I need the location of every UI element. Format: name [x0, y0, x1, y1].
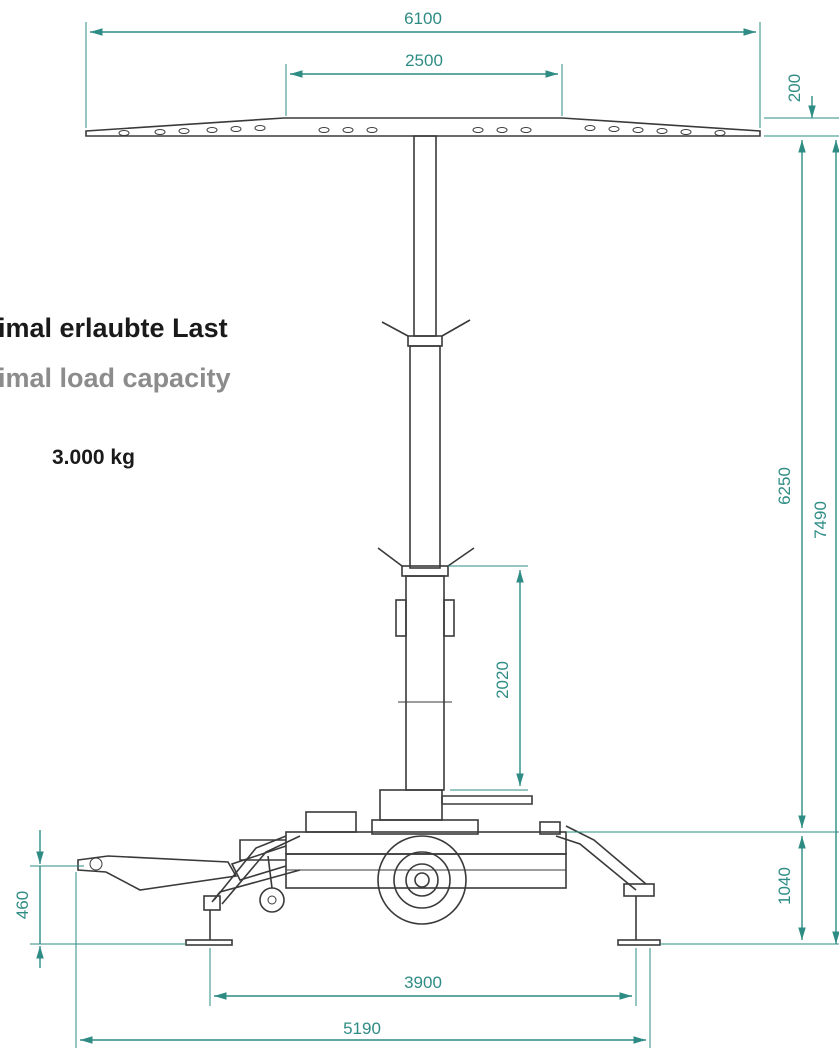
dim-top-width-text: 6100	[404, 9, 442, 28]
dim-mast-height: 6250	[775, 140, 806, 828]
dim-mast-height-text: 6250	[775, 467, 794, 505]
mast	[377, 135, 475, 791]
base-chassis	[211, 789, 567, 903]
right-outrigger	[539, 821, 661, 946]
load-value: 3.000 kg	[52, 446, 135, 469]
dim-inner-width: 2500	[285, 51, 563, 116]
jockey-wheel	[259, 855, 285, 913]
dim-outrigger-span-text: 3900	[404, 973, 442, 992]
dim-top-height: 200	[764, 74, 839, 137]
dim-base-left: 460	[13, 830, 186, 968]
dim-outrigger-span: 3900	[209, 948, 637, 1006]
dim-top-width: 6100	[85, 9, 761, 128]
load-label-english: imal load capacity	[0, 363, 231, 393]
load-label-german: imal erlaubte Last	[0, 313, 228, 343]
dim-section-height: 2020	[448, 565, 528, 791]
dim-base-left-text: 460	[13, 891, 32, 919]
dim-total-height-text: 7490	[811, 501, 830, 539]
dim-total-length: 5190	[75, 872, 651, 1048]
dim-base-right: 1040	[566, 831, 839, 945]
dim-top-height-text: 200	[785, 74, 804, 102]
platform-top	[85, 117, 761, 137]
tow-bar	[77, 845, 287, 891]
dim-base-right-text: 1040	[775, 867, 794, 905]
dim-section-height-text: 2020	[493, 661, 512, 699]
dim-total-length-text: 5190	[343, 1019, 381, 1038]
left-outrigger	[185, 835, 301, 946]
dim-total-height: 7490	[811, 140, 839, 944]
dim-inner-width-text: 2500	[405, 51, 443, 70]
wheel	[377, 835, 467, 925]
